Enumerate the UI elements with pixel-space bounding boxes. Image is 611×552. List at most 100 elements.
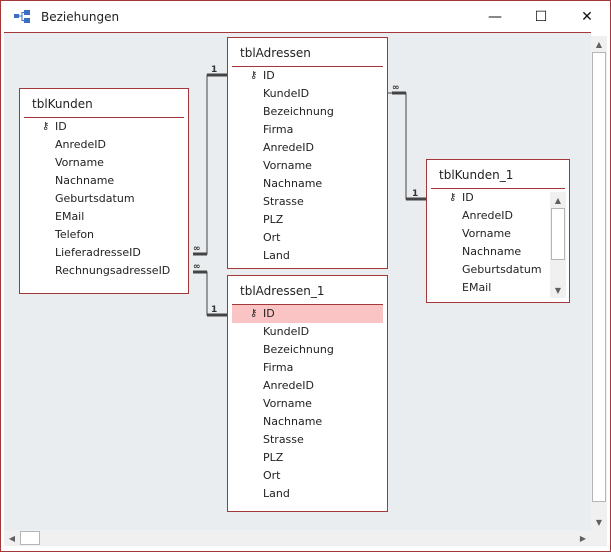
field-item[interactable]: PLZ [232, 211, 383, 229]
cardinality-many: ∞ [193, 244, 201, 254]
primary-key-icon: ⚷ [449, 192, 457, 203]
field-name: Vorname [55, 156, 104, 169]
field-name: Strasse [263, 195, 304, 208]
field-item[interactable]: AnredeID [431, 207, 547, 225]
field-name: EMail [55, 210, 85, 223]
scroll-down-button[interactable]: ▼ [554, 285, 562, 295]
field-item[interactable]: Firma [232, 121, 383, 139]
field-item[interactable]: Nachname [431, 243, 547, 261]
field-item[interactable]: ⚷ ID [431, 189, 547, 207]
scroll-up-button[interactable]: ▲ [554, 195, 562, 205]
field-item[interactable]: Bezeichnung [232, 341, 383, 359]
field-item[interactable]: Land [232, 247, 383, 265]
field-name: Nachname [263, 177, 323, 190]
field-name: PLZ [263, 213, 284, 226]
primary-key-icon: ⚷ [250, 308, 258, 319]
scroll-up-button[interactable]: ▲ [595, 39, 603, 49]
field-item[interactable]: Nachname [232, 413, 383, 431]
field-item[interactable]: Geburtsdatum [24, 190, 184, 208]
field-name: Geburtsdatum [55, 192, 135, 205]
field-item[interactable]: KundeID [232, 323, 383, 341]
field-name: Bezeichnung [263, 105, 334, 118]
field-item[interactable]: Vorname [232, 395, 383, 413]
field-item[interactable]: Firma [232, 359, 383, 377]
field-item[interactable]: AnredeID [232, 139, 383, 157]
scroll-thumb[interactable] [551, 208, 565, 260]
cardinality-many: ∞ [392, 83, 400, 93]
field-item[interactable]: Ort [232, 467, 383, 485]
field-item[interactable]: Strasse [232, 431, 383, 449]
field-name: RechnungsadresseID [55, 264, 171, 277]
close-button[interactable]: ✕ [581, 9, 593, 25]
vertical-scrollbar[interactable]: ▲ ▼ [591, 36, 607, 530]
field-item[interactable]: ⚷ ID [232, 67, 383, 85]
field-name: Firma [263, 123, 294, 136]
scroll-thumb[interactable] [592, 52, 606, 502]
field-item[interactable]: AnredeID [24, 136, 184, 154]
cardinality-one: 1 [211, 65, 217, 75]
field-name: Nachname [55, 174, 115, 187]
field-item[interactable]: EMail [431, 279, 547, 297]
field-item[interactable]: Nachname [24, 172, 184, 190]
field-item[interactable]: Land [232, 485, 383, 503]
relationships-icon [14, 10, 30, 23]
maximize-button[interactable]: ☐ [534, 9, 548, 25]
field-item[interactable]: Strasse [232, 193, 383, 211]
field-name: AnredeID [55, 138, 107, 151]
field-item[interactable]: Vorname [24, 154, 184, 172]
relationship-line [388, 92, 426, 200]
relationship-line [193, 74, 227, 255]
field-name: Ort [263, 469, 281, 482]
scroll-left-button[interactable]: ◀ [8, 533, 16, 543]
field-name: Vorname [462, 227, 511, 240]
field-item[interactable]: AnredeID [232, 377, 383, 395]
window-title: Beziehungen [41, 10, 120, 24]
minimize-button[interactable]: — [488, 9, 502, 25]
field-item[interactable]: Vorname [431, 225, 547, 243]
table-title[interactable]: tblKunden [32, 97, 93, 111]
field-name: ID [263, 307, 275, 320]
field-item[interactable]: ⚷ ID [232, 305, 383, 323]
table-title[interactable]: tblAdressen [240, 46, 311, 60]
divider [24, 117, 184, 118]
field-item[interactable]: PLZ [232, 449, 383, 467]
table-title[interactable]: tblAdressen_1 [240, 284, 325, 298]
field-name: Strasse [263, 433, 304, 446]
field-item[interactable]: Nachname [232, 175, 383, 193]
field-name: Vorname [263, 397, 312, 410]
field-item[interactable]: LieferadresseID [24, 244, 184, 262]
field-name: Bezeichnung [263, 343, 334, 356]
field-item[interactable]: RechnungsadresseID [24, 262, 184, 280]
field-name: KundeID [263, 87, 310, 100]
field-name: ID [263, 69, 275, 82]
field-name: EMail [462, 281, 492, 294]
field-item[interactable]: Bezeichnung [232, 103, 383, 121]
field-name: AnredeID [462, 209, 514, 222]
scroll-down-button[interactable]: ▼ [595, 517, 603, 527]
field-item[interactable]: EMail [24, 208, 184, 226]
cardinality-one: 1 [211, 305, 217, 315]
field-name: Nachname [263, 415, 323, 428]
field-item[interactable]: Telefon [24, 226, 184, 244]
field-item[interactable]: Geburtsdatum [431, 261, 547, 279]
field-name: Telefon [55, 228, 95, 241]
field-name: LieferadresseID [55, 246, 141, 259]
cardinality-one: 1 [412, 189, 418, 199]
divider [431, 188, 565, 189]
field-item[interactable]: Vorname [232, 157, 383, 175]
field-item[interactable]: Ort [232, 229, 383, 247]
field-item[interactable]: KundeID [232, 85, 383, 103]
primary-key-icon: ⚷ [250, 70, 258, 81]
field-name: Geburtsdatum [462, 263, 542, 276]
table-title[interactable]: tblKunden_1 [439, 168, 514, 182]
scroll-thumb[interactable] [20, 531, 40, 545]
field-item[interactable]: ⚷ID [24, 118, 184, 136]
horizontal-scrollbar[interactable]: ◀ ▶ [4, 530, 591, 546]
table-scrollbar[interactable]: ▲ ▼ [550, 192, 566, 298]
field-name: ID [462, 191, 474, 204]
scroll-right-button[interactable]: ▶ [579, 533, 587, 543]
